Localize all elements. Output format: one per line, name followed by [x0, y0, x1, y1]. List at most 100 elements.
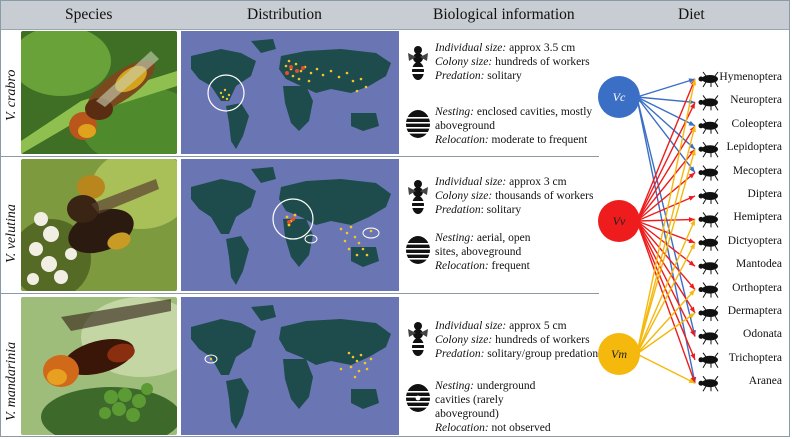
species-name: V. crabro [4, 69, 19, 121]
predation-value: : solitary [480, 204, 522, 216]
colony-size-label: Colony size: [435, 190, 493, 202]
arrowhead [690, 353, 695, 360]
aranea-icon [698, 375, 719, 392]
diet-taxon-label: Trichoptera [728, 351, 782, 364]
diet-taxon-label: Diptera [747, 188, 782, 200]
species-photo [21, 159, 177, 291]
diet-link-vv-trichoptera [636, 220, 696, 361]
arrowhead [688, 313, 695, 319]
header-species: Species [65, 6, 113, 23]
colony-size-value: hundreds of workers [492, 334, 590, 346]
mantodea-icon [698, 258, 719, 275]
diet-link-vv-dictyoptera [636, 220, 696, 244]
arrowhead [688, 378, 695, 384]
coleoptera-icon [698, 118, 719, 135]
arrowhead [690, 242, 695, 250]
diet-node-vc [598, 76, 640, 118]
bio-info: Individual size: approx 5 cm Colony size… [405, 319, 599, 437]
diet-taxon-label: Aranea [748, 375, 782, 388]
nesting-label: Nesting: [435, 106, 474, 118]
diet-link-vv-coleoptera [636, 125, 696, 222]
arrowhead [689, 306, 695, 313]
diet-link-vm-hymenoptera [636, 78, 696, 355]
species-name: V. mandarinia [4, 341, 19, 421]
diet-taxon-label: Dermaptera [727, 305, 782, 317]
odonata-icon [698, 329, 719, 345]
predation-label: Predation [435, 204, 481, 216]
arrowhead [688, 260, 695, 267]
orthoptera-icon [698, 282, 719, 298]
dictyoptera-icon [698, 235, 719, 252]
diet-link-vv-mecoptera [636, 172, 696, 222]
arrowhead [689, 283, 695, 290]
individual-size-value: approx 3 cm [506, 176, 567, 188]
hornet-icon [408, 322, 428, 356]
predation-value: solitary/group predation [484, 348, 599, 360]
colony-size-label: Colony size: [435, 334, 493, 346]
predation-label: Predation: [435, 70, 485, 82]
distribution-map [181, 159, 399, 291]
arrowhead [691, 79, 697, 86]
header-distribution: Distribution [247, 6, 322, 23]
distribution-map [181, 297, 399, 435]
diet-taxon-label: Hymenoptera [719, 71, 782, 83]
row-divider [1, 293, 599, 294]
diet-node-label: Vv [613, 214, 626, 228]
arrowhead [690, 376, 696, 384]
diet-taxon-label: Lepidoptera [726, 141, 782, 154]
diet-link-vv-mantodea [636, 220, 696, 267]
arrowhead [689, 289, 695, 296]
predation-value: solitary [484, 70, 522, 82]
diet-link-vm-dermaptera [636, 312, 696, 355]
diptera-icon [698, 188, 719, 205]
diet-node-vm [598, 333, 640, 375]
diet-link-vm-aranea [636, 353, 696, 384]
nesting-value: underground cavities (rarely aboveground… [435, 380, 536, 420]
diet-link-vv-aranea [636, 220, 696, 384]
individual-size-value: approx 5 cm [506, 320, 567, 332]
diet-link-vm-orthoptera [636, 289, 696, 355]
diet-link-vm-dictyoptera [636, 242, 696, 355]
arrowhead [691, 125, 696, 133]
nesting-value: aerial, open sites, aboveground [435, 232, 531, 258]
arrowhead [688, 238, 695, 244]
individual-size-label: Individual size: [435, 42, 507, 54]
arrowhead [688, 78, 695, 84]
lepidoptera-icon [698, 141, 719, 158]
diet-link-vc-hymenoptera [636, 78, 696, 98]
diet-link-vm-lepidoptera [636, 149, 696, 355]
row-divider [1, 156, 599, 157]
individual-size-label: Individual size: [435, 176, 507, 188]
diet-link-vc-mecoptera [636, 96, 696, 174]
header-bio: Biological information [433, 6, 575, 23]
diet-node-label: Vm [611, 347, 627, 361]
species-photo [21, 297, 177, 435]
arrowhead [688, 217, 695, 223]
hornet-icon [408, 180, 428, 214]
diet-link-vm-coleoptera [636, 125, 696, 355]
species-name: V. velutina [4, 204, 19, 263]
diet-taxon-label: Coleoptera [731, 117, 782, 130]
arrowhead [688, 172, 695, 179]
arrowhead [690, 329, 695, 337]
arrowhead [690, 149, 696, 156]
neuroptera-icon [698, 95, 719, 111]
colony-size-label: Colony size: [435, 56, 493, 68]
header-bar: Species Distribution Biological informat… [1, 1, 789, 30]
diet-taxon-label: Mantodea [736, 258, 782, 271]
diet-node-label: Vc [613, 90, 626, 104]
arrowhead [688, 143, 695, 150]
diet-link-vv-odonata [636, 220, 696, 337]
diet-taxon-label: Mecoptera [732, 164, 782, 177]
colony-size-value: thousands of workers [492, 190, 594, 202]
bio-info: Individual size: approx 3 cm Colony size… [405, 173, 595, 291]
individual-size-value: approx 3.5 cm [506, 42, 576, 54]
colony-size-value: hundreds of workers [492, 56, 590, 68]
diet-taxon-label: Orthoptera [732, 281, 782, 294]
nest-icon [406, 236, 430, 264]
diet-link-vv-dermaptera [636, 220, 696, 314]
dermaptera-icon [698, 305, 719, 322]
nesting-value: enclosed cavities, mostly aboveground [435, 106, 593, 132]
diet-node-vv [598, 200, 640, 242]
